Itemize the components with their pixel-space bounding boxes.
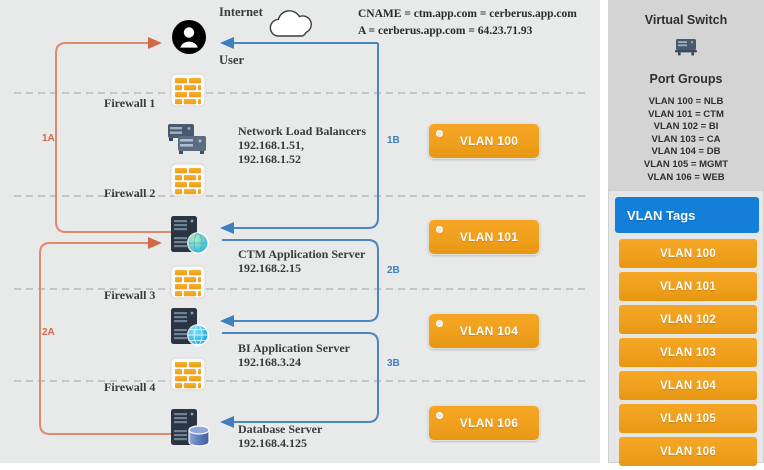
diagram-connectors [14, 10, 586, 447]
firewall-1-label: Firewall 1 [104, 96, 156, 110]
firewall-3-label: Firewall 3 [104, 288, 156, 302]
flow-path-1b [220, 43, 379, 234]
ctm-name-label: CTM Application Server [238, 247, 366, 261]
nlb-address-label: 192.168.1.51, 192.168.1.52 [238, 138, 304, 167]
vlan-badge-label: VLAN 106 [459, 416, 519, 430]
db-name-label: Database Server [238, 422, 323, 436]
vlan-tag-label: VLAN 102 [659, 313, 717, 326]
port-group-item: VLAN 105 = MGMT [643, 158, 729, 170]
port-group-item: VLAN 102 = BI [653, 121, 719, 133]
flow-path-2b [220, 239, 379, 327]
db-address-label: 192.168.4.125 [238, 436, 307, 450]
port-group-item: VLAN 106 = WEB [647, 171, 725, 183]
tag-hole-icon [436, 412, 443, 419]
user-label: User [219, 53, 244, 67]
flow-path-2a [39, 237, 189, 435]
flow-path-3b [220, 332, 379, 428]
bi-name-label: BI Application Server [238, 341, 351, 355]
port-group-item: VLAN 100 = NLB [648, 96, 724, 107]
virtual-switch-icon [675, 39, 697, 56]
bi-address-label: 192.168.3.24 [238, 355, 301, 369]
firewall-4-label: Firewall 4 [104, 380, 156, 394]
vlan-tag-row[interactable]: VLAN 102 [619, 305, 757, 334]
vlan-tag-row[interactable]: VLAN 106 [619, 437, 757, 466]
port-groups-title: Port Groups [649, 72, 723, 86]
tag-hole-icon [436, 226, 443, 233]
cloud-icon [269, 10, 312, 37]
user-icon [172, 20, 206, 54]
vlan-tag-label: VLAN 104 [659, 379, 717, 392]
flow-label-2a: 2A [42, 327, 55, 338]
port-group-item: VLAN 101 = CTM [648, 108, 724, 120]
firewall-icon-2 [170, 163, 206, 197]
vlan-badge-106[interactable]: VLAN 106 [428, 405, 540, 441]
vlan-tags-header: VLAN Tags [615, 197, 759, 233]
vlan-tag-label: VLAN 100 [659, 247, 717, 260]
firewall-icon-1 [170, 73, 206, 107]
vlan-tags-title: VLAN Tags [627, 207, 696, 223]
flow-path-1a [55, 37, 189, 233]
flow-label-3b: 3B [387, 358, 400, 369]
vlan-badge-label: VLAN 104 [459, 324, 519, 338]
internet-label: Internet [219, 5, 263, 19]
vlan-tag-row[interactable]: VLAN 104 [619, 371, 757, 400]
port-groups-list: VLAN 100 = NLB VLAN 101 = CTM VLAN 102 =… [608, 96, 764, 184]
vlan-badge-label: VLAN 101 [459, 230, 519, 244]
port-group-item: VLAN 103 = CA [651, 133, 721, 145]
vlan-badge-100[interactable]: VLAN 100 [428, 123, 540, 159]
firewall-2-label: Firewall 2 [104, 186, 156, 200]
vlan-tag-label: VLAN 105 [659, 412, 717, 425]
dns-records: CNAME = ctm.app.com = cerberus.app.com A… [358, 8, 577, 37]
vlan-tag-row[interactable]: VLAN 100 [619, 239, 757, 268]
vlan-badge-label: VLAN 100 [459, 134, 519, 148]
vlan-tag-label: VLAN 103 [659, 346, 717, 359]
flow-label-2b: 2B [387, 265, 400, 276]
tag-hole-icon [436, 130, 443, 137]
sidebar: Virtual Switch Port Groups VLAN 100 = NL… [608, 0, 764, 466]
vlan-tags-list: VLAN 100 VLAN 101 VLAN 102 VLAN 103 VLAN… [619, 239, 757, 470]
bi-server-icon [171, 308, 209, 346]
diagram-canvas: CNAME = ctm.app.com = cerberus.app.com A… [0, 0, 600, 463]
vlan-tags-panel: VLAN Tags VLAN 100 VLAN 101 VLAN 102 VLA… [608, 190, 764, 466]
ctm-address-label: 192.168.2.15 [238, 261, 301, 275]
database-server-icon [171, 409, 210, 447]
vlan-tag-row[interactable]: VLAN 103 [619, 338, 757, 367]
nlb-name-label: Network Load Balancers [238, 124, 366, 138]
vlan-tag-row[interactable]: VLAN 105 [619, 404, 757, 433]
load-balancer-icon [168, 124, 206, 154]
firewall-icon-4 [170, 357, 206, 391]
tag-hole-icon [436, 320, 443, 327]
vlan-badge-104[interactable]: VLAN 104 [428, 313, 540, 349]
vlan-tag-row[interactable]: VLAN 101 [619, 272, 757, 301]
virtual-switch-title: Virtual Switch [644, 13, 728, 27]
port-group-item: VLAN 104 = DB [651, 146, 721, 158]
ctm-server-icon [171, 216, 209, 254]
vlan-tag-label: VLAN 106 [659, 445, 717, 458]
flow-label-1b: 1B [387, 135, 400, 146]
firewall-icon-3 [170, 265, 206, 299]
vlan-tag-label: VLAN 101 [659, 280, 717, 293]
flow-label-1a: 1A [42, 133, 55, 144]
vlan-badge-101[interactable]: VLAN 101 [428, 219, 540, 255]
virtual-switch-panel: Virtual Switch Port Groups VLAN 100 = NL… [608, 0, 764, 190]
